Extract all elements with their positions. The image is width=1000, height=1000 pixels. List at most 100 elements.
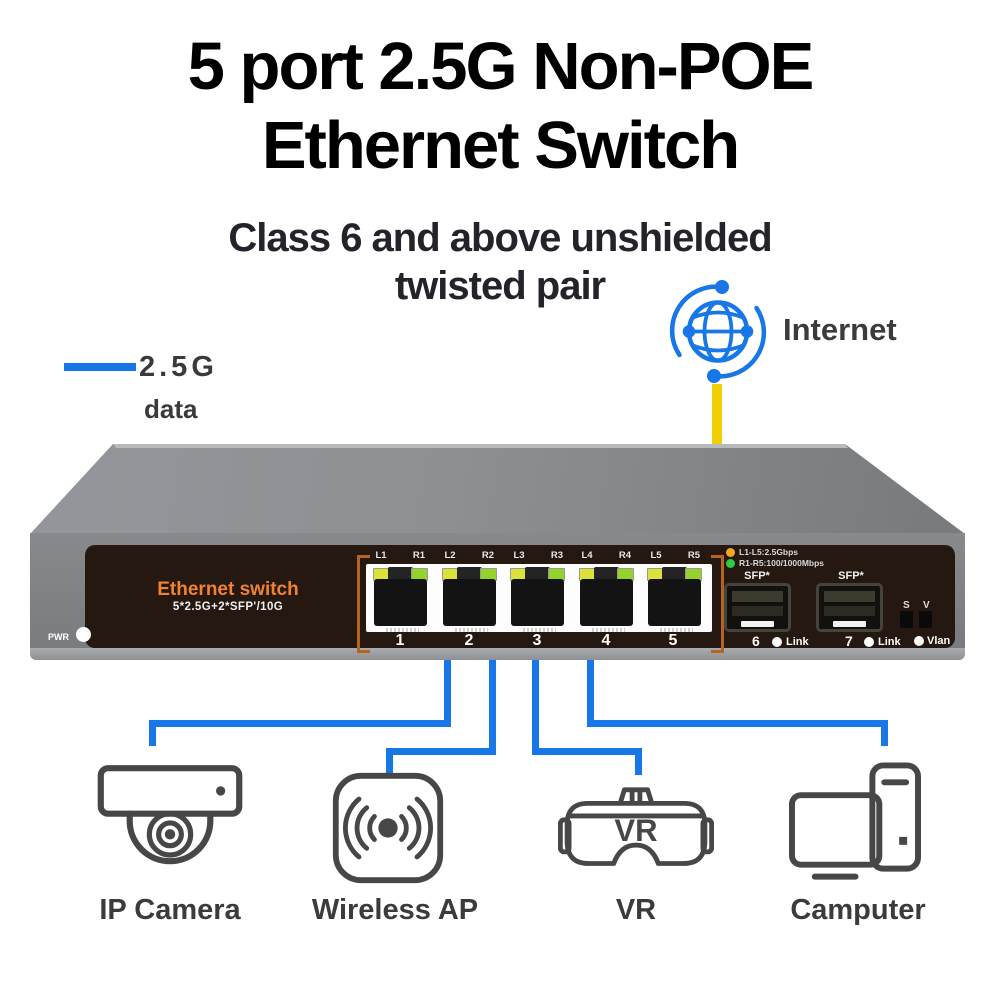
sfp6-slot-detail2: [732, 606, 783, 616]
uplink-speed-legend-line: [64, 363, 136, 371]
device-label-ip-camera: IP Camera: [99, 894, 241, 926]
internet-uplink-cable: [712, 384, 722, 445]
sfp-cage-7: [816, 583, 883, 632]
cable-camera-segment-3: [149, 720, 156, 746]
cable-vr-segment-1: [532, 660, 539, 755]
port3-jack: [511, 579, 564, 632]
port1-latch: [388, 567, 413, 580]
switch-top-edge-highlight: [113, 444, 848, 448]
cable-computer-segment-2: [587, 720, 888, 727]
sfp6-pull-tab: [741, 621, 774, 627]
port-number: 5: [668, 632, 678, 649]
computer-icon: [788, 762, 922, 880]
vr-icon-text: VR: [614, 813, 657, 848]
port4-latch: [594, 567, 619, 580]
internet-globe-icon: [669, 280, 767, 383]
rj45-port-5: [646, 567, 703, 632]
legend-green-led: [726, 559, 735, 568]
sfp6-slot-detail: [732, 591, 783, 602]
rj45-port-4: [578, 567, 635, 632]
sfp-cage-6: [724, 583, 791, 632]
port-group-bracket-right: [711, 555, 724, 653]
port2-jack: [443, 579, 496, 632]
port-group-bracket-left: [357, 555, 370, 653]
cable-vr-segment-2: [532, 748, 642, 755]
switch-model-text: 5*2.5G+2*SFP'/10G: [172, 601, 284, 613]
cable-camera-segment-2: [149, 720, 451, 727]
cable-ap-segment-1: [489, 660, 496, 755]
port-led-label: L5: [650, 550, 662, 561]
port-led-label: R3: [550, 550, 564, 561]
sfp1-label: SFP*: [744, 570, 770, 582]
switch-bottom-edge: [30, 648, 965, 660]
port-led-label: L3: [513, 550, 525, 561]
sfp7-link-label: Link: [878, 636, 901, 648]
power-led: [76, 627, 91, 642]
subtitle-line-1: Class 6 and above unshielded: [228, 216, 772, 260]
port-led-label: R2: [481, 550, 495, 561]
uplink-speed-label: 2.5G: [139, 351, 218, 383]
dip-switch-knob-s: [900, 611, 913, 628]
cable-vr-segment-3: [635, 748, 642, 775]
uplink-data-label: data: [144, 394, 198, 424]
port5-pins: [660, 628, 693, 632]
sfp7-slot-detail: [824, 591, 875, 602]
port-led-label: R5: [687, 550, 701, 561]
rj45-port-3: [509, 567, 566, 632]
wireless-ap-icon: [332, 772, 444, 884]
port-led-label: R1: [412, 550, 426, 561]
sfp-port-number-6: 6: [752, 633, 760, 649]
port3-latch: [525, 567, 550, 580]
port1-jack: [374, 579, 427, 632]
cable-camera-segment-1: [444, 660, 451, 727]
port5-jack: [648, 579, 701, 632]
port2-latch: [457, 567, 482, 580]
port-led-label: R4: [618, 550, 632, 561]
cable-ap-segment-3: [386, 748, 393, 775]
sfp6-link-led: [772, 637, 782, 647]
internet-label: Internet: [783, 312, 897, 347]
device-label-computer: Camputer: [790, 894, 926, 926]
subtitle-line-2: twisted pair: [394, 264, 606, 308]
ip-camera-icon: [97, 765, 243, 865]
dip-label-s: S: [903, 600, 910, 611]
title-line-2: Ethernet Switch: [261, 108, 740, 183]
dip-label-v: V: [923, 600, 930, 611]
port4-jack: [580, 579, 633, 632]
port5-latch: [662, 567, 687, 580]
legend-orange-led: [726, 548, 735, 557]
sfp6-link-label: Link: [786, 636, 809, 648]
device-label-vr: VR: [615, 894, 657, 926]
port-number: 4: [601, 632, 611, 649]
title-line-1: 5 port 2.5G Non-POE: [187, 29, 815, 104]
port4-pins: [592, 628, 625, 632]
dip-switch-knob-v: [919, 611, 932, 628]
sfp2-label: SFP*: [838, 570, 864, 582]
port-number: 2: [464, 632, 474, 649]
legend-green-text: R1-R5:100/1000Mbps: [739, 558, 825, 568]
sfp7-link-led: [864, 637, 874, 647]
cable-computer-segment-3: [881, 720, 888, 746]
vlan-led: [914, 636, 924, 646]
port-number: 3: [532, 632, 542, 649]
port2-pins: [455, 628, 488, 632]
sfp7-slot-detail2: [824, 606, 875, 616]
rj45-port-2: [441, 567, 498, 632]
device-label-wireless-ap: Wireless AP: [311, 894, 479, 926]
port-led-label: L1: [375, 550, 387, 561]
rj45-port-1: [372, 567, 429, 632]
port1-pins: [386, 628, 419, 632]
sfp7-pull-tab: [833, 621, 866, 627]
vlan-label: Vlan: [927, 635, 951, 647]
port-number: 1: [395, 632, 405, 649]
port-led-label: L2: [444, 550, 456, 561]
vr-headset-icon: VR: [558, 787, 714, 866]
cable-ap-segment-2: [386, 748, 496, 755]
switch-brand-text: Ethernet switch: [157, 579, 299, 600]
legend-orange-text: L1-L5:2.5Gbps: [739, 547, 799, 557]
cable-computer-segment-1: [587, 660, 594, 727]
port3-pins: [523, 628, 556, 632]
port-led-label: L4: [581, 550, 593, 561]
switch-top-face: [30, 444, 965, 534]
